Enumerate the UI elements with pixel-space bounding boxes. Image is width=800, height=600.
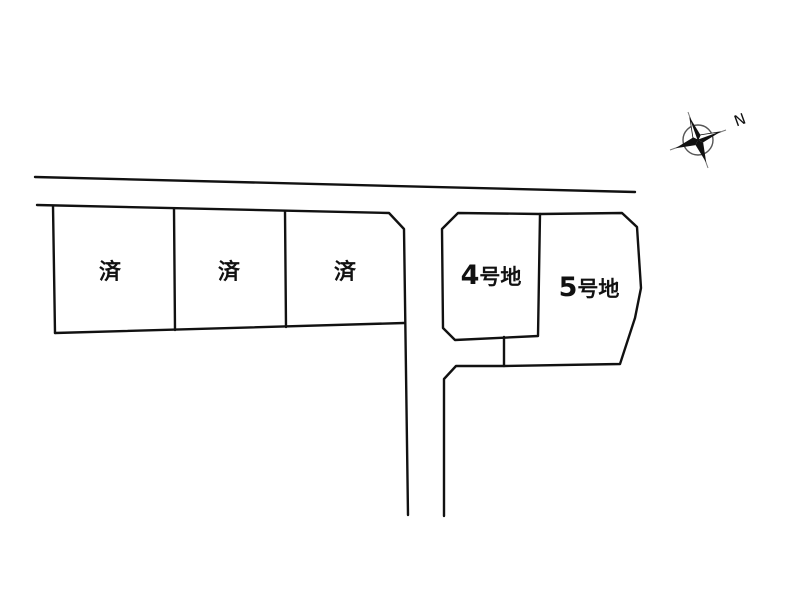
lot-5-suffix: 号地	[577, 277, 619, 301]
lot-4-suffix: 号地	[479, 265, 521, 289]
lot-4-label: 4号地	[461, 260, 522, 291]
road-edge-right	[442, 364, 506, 518]
left-block-left-edge	[51, 204, 57, 335]
left-block-outline	[35, 203, 410, 517]
lot-divider-1-2	[172, 207, 177, 332]
compass-rose-icon	[669, 111, 727, 169]
lot-5-label: 5号地	[559, 272, 620, 303]
north-label: N	[732, 110, 749, 131]
road-edge-top	[33, 175, 637, 194]
lot-1-label: 済	[99, 259, 122, 285]
lot-divider-2-3	[283, 209, 288, 329]
lot-5-number: 5	[559, 272, 578, 303]
lot-4-number: 4	[461, 260, 480, 291]
lot-5-outline	[502, 211, 643, 368]
lot-2-label: 済	[218, 259, 241, 285]
left-block-bottom	[53, 321, 406, 335]
lot-3-label: 済	[334, 259, 357, 285]
